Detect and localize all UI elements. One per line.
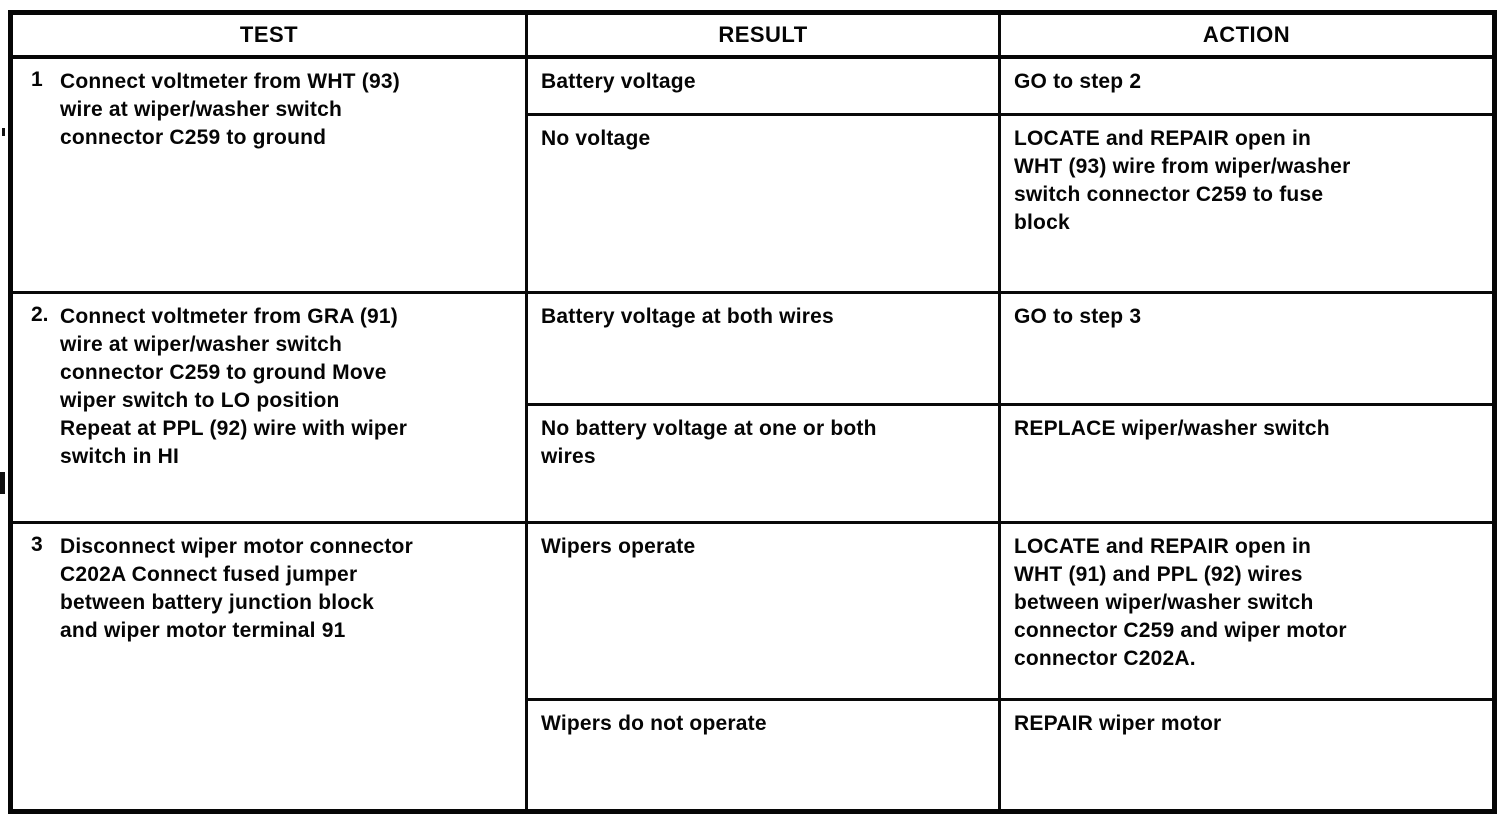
step-number: 2.: [31, 302, 49, 326]
test-description: Disconnect wiper motor connector C202A C…: [60, 534, 413, 642]
scan-artifact: [0, 472, 5, 494]
table-row: No voltage LOCATE and REPAIR open in WHT…: [11, 112, 1496, 294]
column-header-test: TEST: [9, 11, 528, 59]
test-content: 2. Connect voltmeter from GRA (91) wire …: [14, 302, 520, 471]
table-row: 3 Disconnect wiper motor connector C202A…: [9, 520, 1496, 813]
test-content: 3 Disconnect wiper motor connector C202A…: [14, 532, 520, 645]
result-cell: Battery voltage: [525, 55, 1001, 116]
table-row: 1 Connect voltmeter from WHT (93) wire a…: [9, 55, 1496, 294]
test-cell-step3: 3 Disconnect wiper motor connector C202A…: [9, 520, 528, 813]
result-cell: No battery voltage at one or both wires: [525, 402, 1001, 524]
scan-artifact: [2, 128, 5, 136]
action-cell: REPLACE wiper/washer switch: [998, 402, 1496, 524]
test-cell-step2: 2. Connect voltmeter from GRA (91) wire …: [9, 290, 528, 524]
result-cell: Battery voltage at both wires: [525, 290, 1001, 406]
step-number: 1: [31, 68, 43, 91]
column-header-action: ACTION: [998, 11, 1496, 59]
action-cell: GO to step 2: [998, 55, 1496, 116]
table-row: 2. Connect voltmeter from GRA (91) wire …: [9, 290, 1496, 524]
action-cell: REPAIR wiper motor: [998, 697, 1496, 813]
action-cell: LOCATE and REPAIR open in WHT (91) and P…: [998, 520, 1496, 701]
test-content: 1 Connect voltmeter from WHT (93) wire a…: [14, 68, 520, 152]
action-cell: GO to step 3: [998, 290, 1496, 406]
step-number: 3: [31, 532, 43, 556]
table-row: Wipers do not operate REPAIR wiper motor: [11, 697, 1496, 813]
result-cell: Wipers operate: [525, 520, 1001, 701]
result-cell: Wipers do not operate: [525, 697, 1001, 813]
column-header-result: RESULT: [525, 11, 1001, 59]
diagnostic-table: TEST RESULT ACTION 1 Connect voltmeter f…: [8, 10, 1497, 814]
test-description: Connect voltmeter from GRA (91) wire at …: [60, 304, 408, 468]
test-description: Connect voltmeter from WHT (93) wire at …: [60, 70, 400, 149]
header-row: TEST RESULT ACTION: [9, 11, 1496, 59]
action-cell: LOCATE and REPAIR open in WHT (93) wire …: [998, 112, 1496, 294]
table-row: No battery voltage at one or both wires …: [11, 402, 1496, 524]
table-header: TEST RESULT ACTION: [9, 11, 1496, 59]
test-cell-step1: 1 Connect voltmeter from WHT (93) wire a…: [9, 55, 528, 294]
result-cell: No voltage: [525, 112, 1001, 294]
